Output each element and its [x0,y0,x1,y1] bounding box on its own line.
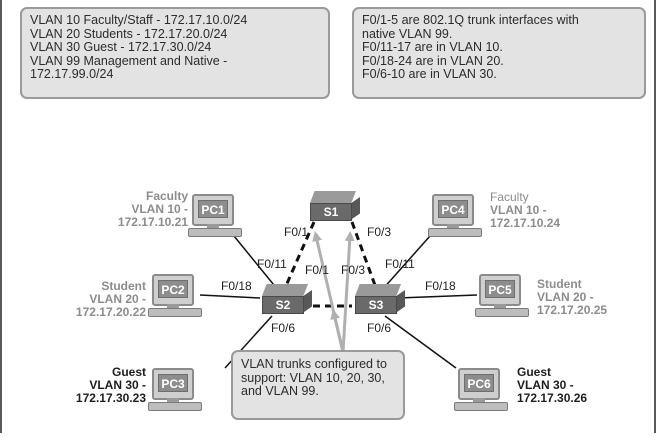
vlan-line: VLAN 10 Faculty/Staff - 172.17.10.0/24 [30,13,248,27]
pc-stand [494,304,506,309]
pc-base [475,308,529,317]
switch-side [352,197,360,219]
pc1-info: Faculty VLAN 10 - 172.17.10.21 [96,190,188,229]
port-label: F0/1 [305,263,330,277]
computer-icon: PC4 [432,194,474,226]
pc3-info: Guest VLAN 30 - 172.17.30.23 [48,366,146,405]
trunk-note-box: VLAN trunks configured to support: VLAN … [231,350,405,420]
pc-ip: 172.17.30.23 [75,391,146,405]
pc-base [428,228,482,237]
pc-role: Guest [517,365,552,379]
pc-ip: 172.17.10.21 [117,215,188,229]
switch-side [397,290,405,312]
switch-top [355,284,401,296]
pc-label: PC5 [485,280,515,298]
computer-icon: PC2 [152,274,194,306]
port-label: F0/6 [367,321,392,335]
pc-role: Faculty [490,190,529,204]
port-line: F0/6-10 are in VLAN 30. [362,67,497,81]
pc-ip: 172.17.30.26 [517,391,588,405]
port-assignment-box: F0/1-5 are 802.1Q trunk interfaces with … [352,7,646,99]
pc-role: Faculty [145,189,188,203]
computer-icon: PC6 [458,368,500,400]
pc-ip: 172.17.20.25 [537,303,608,317]
pc-role: Student [101,279,146,293]
pc-vlan: VLAN 30 - [89,378,146,392]
trunk-link-s1-s2 [283,221,316,289]
port-label: F0/11 [257,257,287,271]
pc-base [148,308,202,317]
switch-label: S3 [355,296,397,314]
switch-label: S2 [262,296,304,314]
port-label: F0/3 [341,263,366,277]
pc-label: PC2 [158,280,188,298]
pc-stand [167,304,179,309]
pc-ip: 172.17.10.24 [490,216,561,230]
pc-label: PC1 [198,200,228,218]
link-pc6-s3 [384,315,457,369]
switch-side [304,290,312,312]
port-label: F0/18 [221,279,252,293]
pc-stand [167,398,179,403]
pc4-info: Faculty VLAN 10 - 172.17.10.24 [490,191,560,230]
link-pc1-s2 [233,235,279,291]
port-label: F0/6 [271,321,296,335]
link-pc2-s2 [199,294,261,299]
port-label: F0/1 [284,225,309,239]
computer-icon: PC3 [152,368,194,400]
port-label: F0/11 [385,257,415,271]
pc-vlan: VLAN 20 - [89,292,146,306]
pc-base [148,402,202,411]
vlan-line: VLAN 99 Management and Native - [30,53,228,68]
pc-base [188,228,242,237]
switch-top [262,284,308,296]
pc2-info: Student VLAN 20 - 172.17.20.22 [48,280,146,319]
vlan-line: 172.17.99.0/24 [30,67,114,81]
pc-role: Guest [111,365,146,379]
switch-label: S1 [310,203,352,221]
port-label: F0/18 [425,279,456,293]
pc-stand [473,398,485,403]
callout-arrow-s2-s3 [330,309,345,353]
trunk-note-line: support: VLAN 10, 20, 30, [241,370,385,385]
pc-base [454,402,508,411]
pc-label: PC3 [158,374,188,392]
vlan-line: VLAN 20 Students - 172.17.20.0/24 [30,26,228,41]
link-pc4-s3 [381,235,431,291]
port-line: F0/18-24 are in VLAN 20. [362,53,504,68]
trunk-note-line: and VLAN 99. [241,384,319,398]
pc-stand [447,224,459,229]
pc-role: Student [537,277,582,291]
pc-stand [207,224,219,229]
switch-top [310,191,356,203]
pc-label: PC6 [464,374,494,392]
computer-icon: PC5 [479,274,521,306]
pc-label: PC4 [438,200,468,218]
pc-vlan: VLAN 30 - [517,378,574,392]
port-label: F0/3 [367,225,392,239]
port-line: F0/11-17 are in VLAN 10. [362,40,503,54]
port-line: F0/1-5 are 802.1Q trunk interfaces with [362,13,579,27]
pc5-info: Student VLAN 20 - 172.17.20.25 [537,278,607,317]
pc-vlan: VLAN 20 - [537,290,594,304]
vlan-list-box: VLAN 10 Faculty/Staff - 172.17.10.0/24 V… [20,7,330,99]
callout-arrow-s1-s3 [341,231,355,353]
computer-icon: PC1 [192,194,234,226]
vlan-line: VLAN 30 Guest - 172.17.30.0/24 [30,40,212,54]
pc-ip: 172.17.20.22 [75,305,146,319]
pc-vlan: VLAN 10 - [490,203,547,217]
link-pc5-s3 [397,294,478,299]
pc6-info: Guest VLAN 30 - 172.17.30.26 [517,366,587,405]
pc-vlan: VLAN 10 - [131,202,188,216]
port-line: native VLAN 99. [362,26,453,41]
trunk-note-line: VLAN trunks configured to [241,357,387,371]
